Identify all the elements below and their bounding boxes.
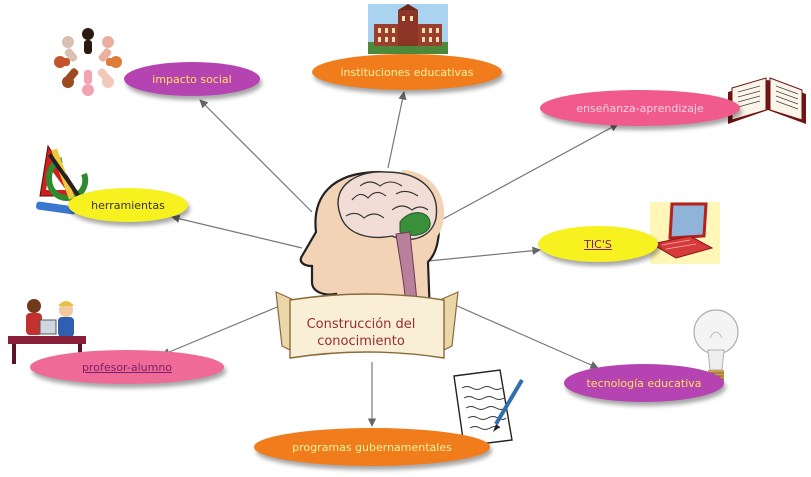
arrow-to-herramientas [171,214,303,249]
arrow-to-tecnologia [454,304,599,369]
node-instituciones-educativas-label: instituciones educativas [340,65,474,79]
center-scroll-banner [275,291,459,359]
node-herramientas[interactable]: herramientas [68,188,188,222]
node-tecnologia-educativa[interactable]: tecnología educativa [564,364,724,402]
node-programas-gubernamentales-label: programas gubernamentales [292,440,452,454]
node-programas-gubernamentales[interactable]: programas gubernamentales [254,428,490,466]
laptop-icon [650,202,720,264]
node-tics-link[interactable]: TIC'S [584,237,612,251]
human-head-brain-icon [299,170,445,318]
university-building-icon [368,4,448,54]
node-ensenanza-aprendizaje-label: enseñanza-aprendizaje [576,101,704,115]
drawing-tools-icon [36,144,89,215]
node-profesor-alumno[interactable]: profesor-alumno [30,350,224,384]
node-tecnologia-educativa-label: tecnología educativa [586,376,702,390]
node-instituciones-educativas[interactable]: instituciones educativas [312,54,502,90]
arrow-to-tics [417,246,541,263]
node-herramientas-label: herramientas [91,198,165,212]
center-concept: Construcción del conocimiento [292,316,430,350]
arrow-to-profesor [161,304,283,356]
node-tics[interactable]: TIC'S [538,226,658,262]
center-line-1: Construcción del [306,317,416,332]
node-impacto-social-label: impacto social [152,72,232,86]
open-book-icon [728,77,806,124]
node-ensenanza-aprendizaje[interactable]: enseñanza-aprendizaje [540,90,740,126]
node-impacto-social[interactable]: impacto social [124,62,260,96]
people-circle-icon [54,28,122,96]
document-pen-icon [453,369,524,447]
arrow-to-instituciones [387,91,407,169]
center-line-2: conocimiento [317,334,405,349]
arrow-to-ensenanza [429,123,619,227]
node-profesor-alumno-link[interactable]: profesor-alumno [81,360,173,374]
arrow-to-impacto-social [199,99,313,213]
